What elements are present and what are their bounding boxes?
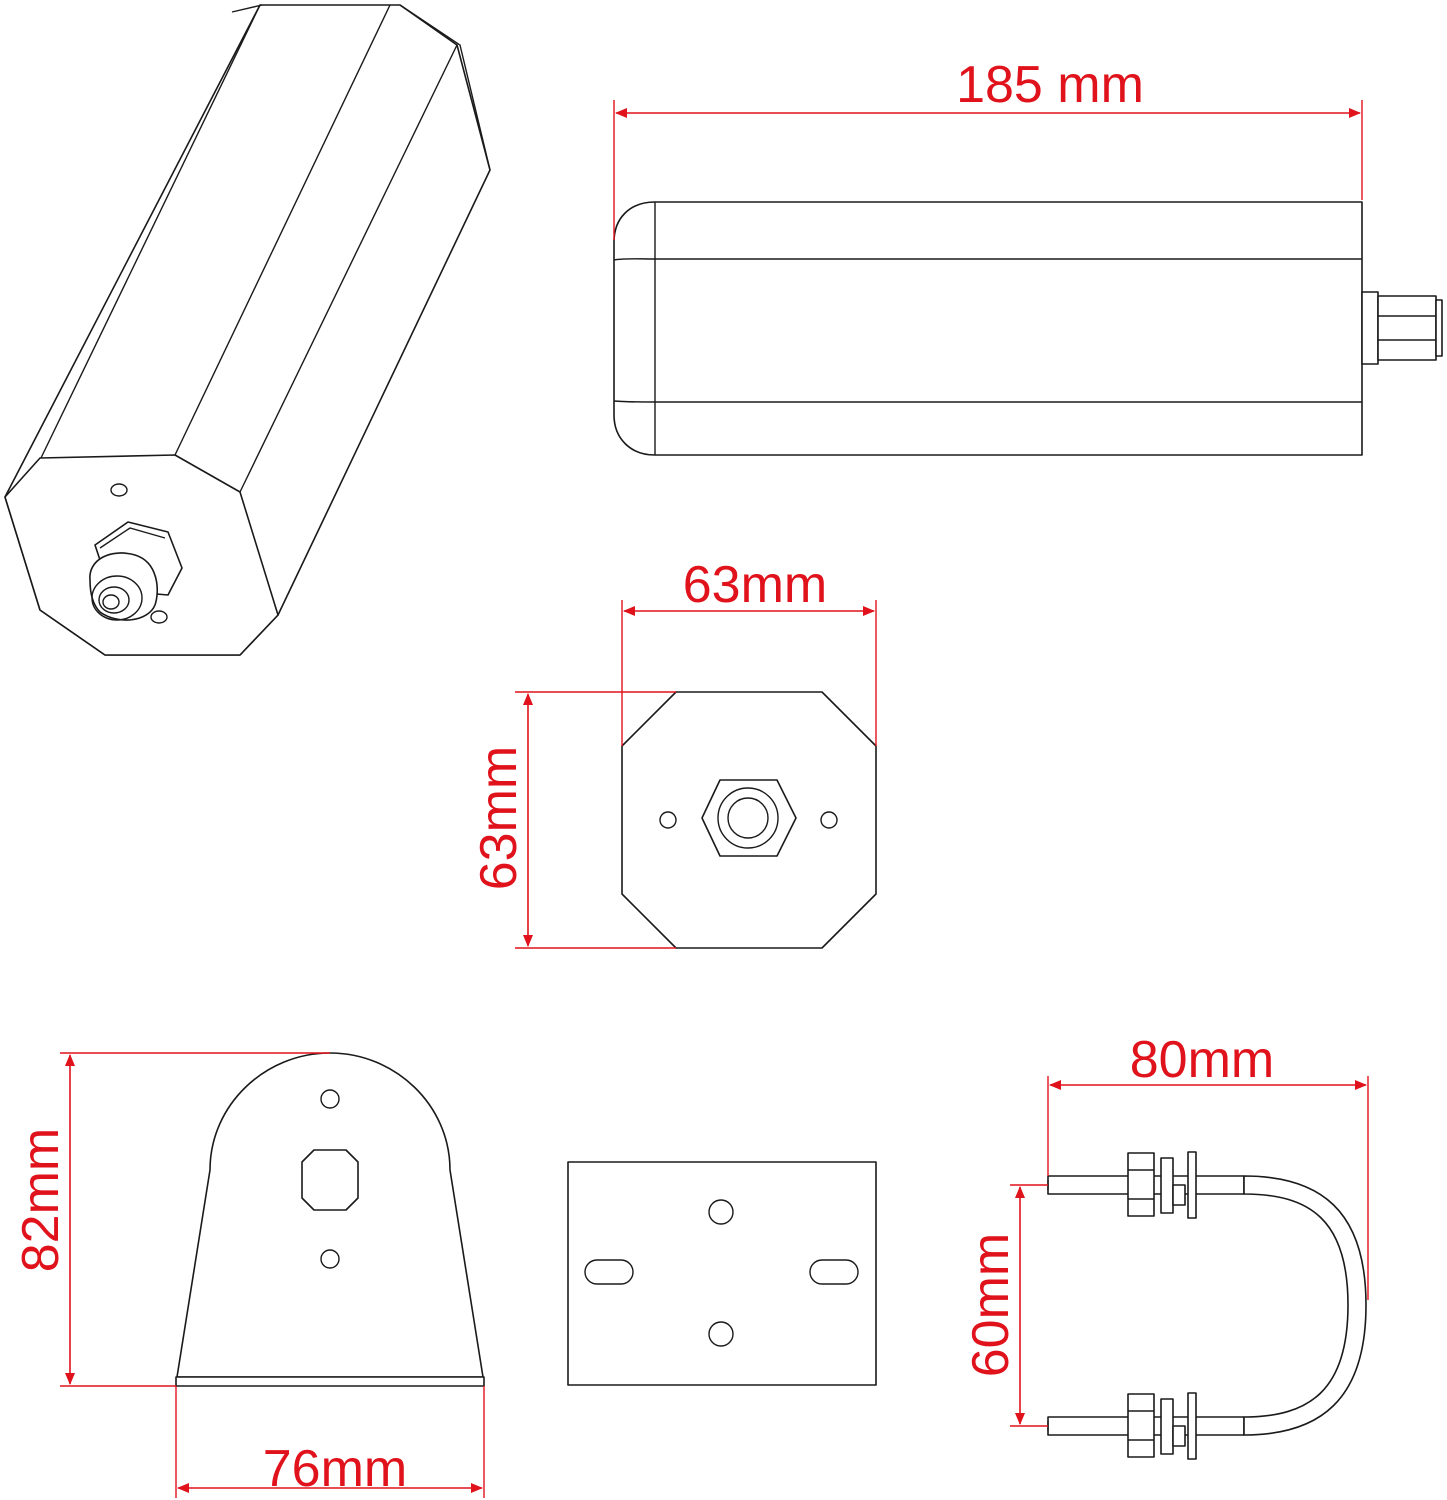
u-bolt — [1047, 1151, 1367, 1460]
end-height-label: 63mm — [470, 746, 528, 890]
mounting-bracket — [175, 1052, 485, 1387]
antenna-side-view — [613, 201, 1443, 456]
mounting-plate — [567, 1161, 877, 1386]
ubolt-width-label: 80mm — [1130, 1031, 1274, 1089]
antenna-end-view — [621, 691, 877, 949]
bracket-height-label: 82mm — [12, 1128, 70, 1272]
length-label: 185 mm — [956, 56, 1144, 114]
end-width-dimension: 63mm — [621, 556, 877, 746]
ubolt-height-label: 60mm — [962, 1233, 1020, 1377]
ubolt-height-dimension: 60mm — [962, 1184, 1048, 1427]
bracket-width-dimension: 76mm — [175, 1386, 485, 1498]
end-height-dimension: 63mm — [470, 691, 676, 949]
bracket-height-dimension: 82mm — [12, 1052, 330, 1387]
ubolt-width-dimension: 80mm — [1047, 1031, 1369, 1300]
length-dimension: 185 mm — [613, 56, 1363, 240]
antenna-isometric-view — [4, 4, 491, 656]
end-width-label: 63mm — [683, 556, 827, 614]
bracket-width-label: 76mm — [263, 1440, 407, 1498]
